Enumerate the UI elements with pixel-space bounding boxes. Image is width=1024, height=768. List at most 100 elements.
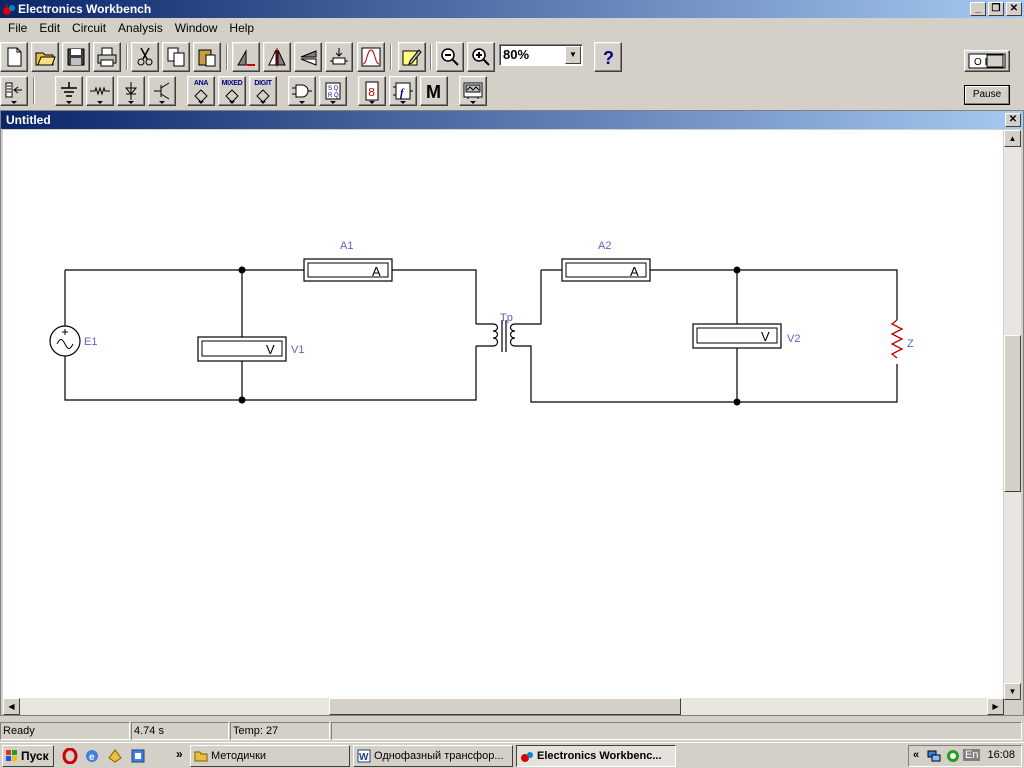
menu-analysis[interactable]: Analysis — [118, 21, 163, 35]
scroll-up-icon[interactable]: ▲ — [1004, 130, 1021, 147]
junction-dot — [238, 396, 246, 404]
label-a2: A2 — [598, 240, 611, 252]
menu-edit[interactable]: Edit — [39, 21, 61, 35]
digital-ics-bin-button[interactable]: DIGIT — [249, 76, 277, 106]
instruments-bin-button[interactable] — [459, 76, 487, 106]
favorites-bin-button[interactable] — [0, 76, 28, 106]
circuit-canvas[interactable]: E1 A A1 V V1 Tp A A2 — [3, 130, 1003, 698]
zoom-value: 80% — [503, 47, 530, 62]
zoom-in-icon — [472, 48, 490, 66]
miscellaneous-bin-button[interactable]: M — [420, 76, 448, 106]
show-desktop-icon[interactable] — [107, 748, 123, 764]
horizontal-scrollbar[interactable]: ◀ ▶ — [3, 698, 1004, 715]
power-switch[interactable]: O I — [964, 50, 1010, 72]
zoom-out-button[interactable] — [436, 42, 464, 72]
minimize-button[interactable]: _ — [970, 2, 986, 16]
ground-source-icon — [61, 82, 77, 97]
antivirus-icon[interactable] — [946, 749, 960, 763]
label-tp: Tp — [500, 312, 513, 324]
status-temp: Temp: 27 — [230, 722, 330, 740]
sources-bin-button[interactable] — [55, 76, 83, 106]
flip-vertical-button[interactable] — [294, 42, 322, 72]
mixed-label: MIXED — [221, 80, 243, 87]
transistor-icon — [154, 82, 170, 100]
quicklaunch-overflow[interactable]: » — [176, 747, 183, 761]
scissors-icon — [137, 47, 153, 66]
svg-text:M: M — [426, 82, 441, 102]
open-file-button[interactable] — [31, 42, 59, 72]
wire — [515, 270, 542, 325]
power-switch-icon: O I — [968, 53, 1006, 69]
horizontal-scroll-thumb[interactable] — [329, 698, 681, 715]
wire — [392, 269, 477, 324]
pause-button[interactable]: Pause — [964, 85, 1010, 105]
resistor-icon — [90, 86, 110, 96]
wire — [64, 346, 477, 401]
media-player-icon[interactable] — [130, 748, 146, 764]
rotate-button[interactable] — [232, 42, 260, 72]
transformer-core — [501, 320, 507, 352]
menu-help[interactable]: Help — [229, 21, 255, 35]
menu-window[interactable]: Window — [174, 21, 218, 35]
transistors-bin-button[interactable] — [148, 76, 176, 106]
help-button[interactable]: ? — [594, 42, 622, 72]
copy-button[interactable] — [162, 42, 190, 72]
logic-gates-bin-button[interactable] — [288, 76, 316, 106]
flip-horizontal-button[interactable] — [263, 42, 291, 72]
graph-button[interactable] — [398, 42, 426, 72]
task-button-folder[interactable]: Методички — [190, 745, 350, 767]
task-button-word[interactable]: W Однофазный трансфор... — [353, 745, 513, 767]
task-label: Однофазный трансфор... — [374, 750, 504, 762]
zoom-in-button[interactable] — [467, 42, 495, 72]
flip-vertical-icon — [300, 50, 317, 66]
zoom-level-select[interactable]: 80% ▼ — [499, 44, 583, 66]
language-indicator[interactable]: En — [963, 749, 981, 761]
zoom-out-icon — [441, 48, 459, 66]
opera-icon[interactable] — [62, 748, 78, 764]
network-icon[interactable] — [927, 749, 941, 763]
vertical-scroll-thumb[interactable] — [1004, 335, 1021, 492]
vertical-scrollbar[interactable]: ▲ ▼ — [1004, 130, 1021, 700]
basic-bin-button[interactable] — [86, 76, 114, 106]
mixed-ics-bin-button[interactable]: MIXED — [218, 76, 246, 106]
paste-button[interactable] — [193, 42, 221, 72]
component-properties-icon — [330, 48, 348, 65]
status-state: Ready — [0, 722, 130, 740]
start-button[interactable]: Пуск — [2, 745, 54, 767]
menu-file[interactable]: File — [8, 21, 28, 35]
voltmeter-v2: V — [692, 323, 782, 349]
scroll-right-icon[interactable]: ▶ — [987, 698, 1004, 715]
menu-circuit[interactable]: Circuit — [72, 21, 107, 35]
analog-ics-bin-button[interactable]: ANA — [187, 76, 215, 106]
internet-explorer-icon[interactable]: e — [84, 748, 100, 764]
print-button[interactable] — [93, 42, 121, 72]
svg-text:W: W — [359, 752, 369, 763]
close-button[interactable]: ✕ — [1006, 2, 1022, 16]
app-title: Electronics Workbench — [18, 2, 152, 16]
create-subcircuit-button[interactable] — [357, 42, 385, 72]
component-properties-button[interactable] — [325, 42, 353, 72]
diodes-bin-button[interactable] — [117, 76, 145, 106]
tray-expand-button[interactable]: « — [913, 749, 920, 761]
indicators-bin-button[interactable]: 8 — [358, 76, 386, 106]
scroll-left-icon[interactable]: ◀ — [3, 698, 20, 715]
task-button-workbench[interactable]: Electronics Workbenc... — [516, 745, 676, 767]
document-close-button[interactable]: ✕ — [1005, 113, 1021, 127]
rotate-icon — [237, 49, 255, 66]
chevron-down-icon[interactable]: ▼ — [565, 46, 581, 64]
label-v2: V2 — [787, 333, 800, 345]
label-v1: V1 — [291, 344, 304, 356]
status-time: 4.74 s — [131, 722, 229, 740]
app-title-bar: Electronics Workbench _ ❐ ✕ — [0, 0, 1024, 18]
controls-bin-button[interactable]: f — [389, 76, 417, 106]
junction-dot — [733, 398, 741, 406]
new-file-button[interactable] — [0, 42, 28, 72]
scroll-down-icon[interactable]: ▼ — [1004, 683, 1021, 700]
cut-button[interactable] — [131, 42, 159, 72]
label-e1: E1 — [84, 336, 97, 348]
save-button[interactable] — [62, 42, 90, 72]
question-mark-icon: ? — [603, 48, 614, 68]
restore-button[interactable]: ❐ — [988, 2, 1004, 16]
